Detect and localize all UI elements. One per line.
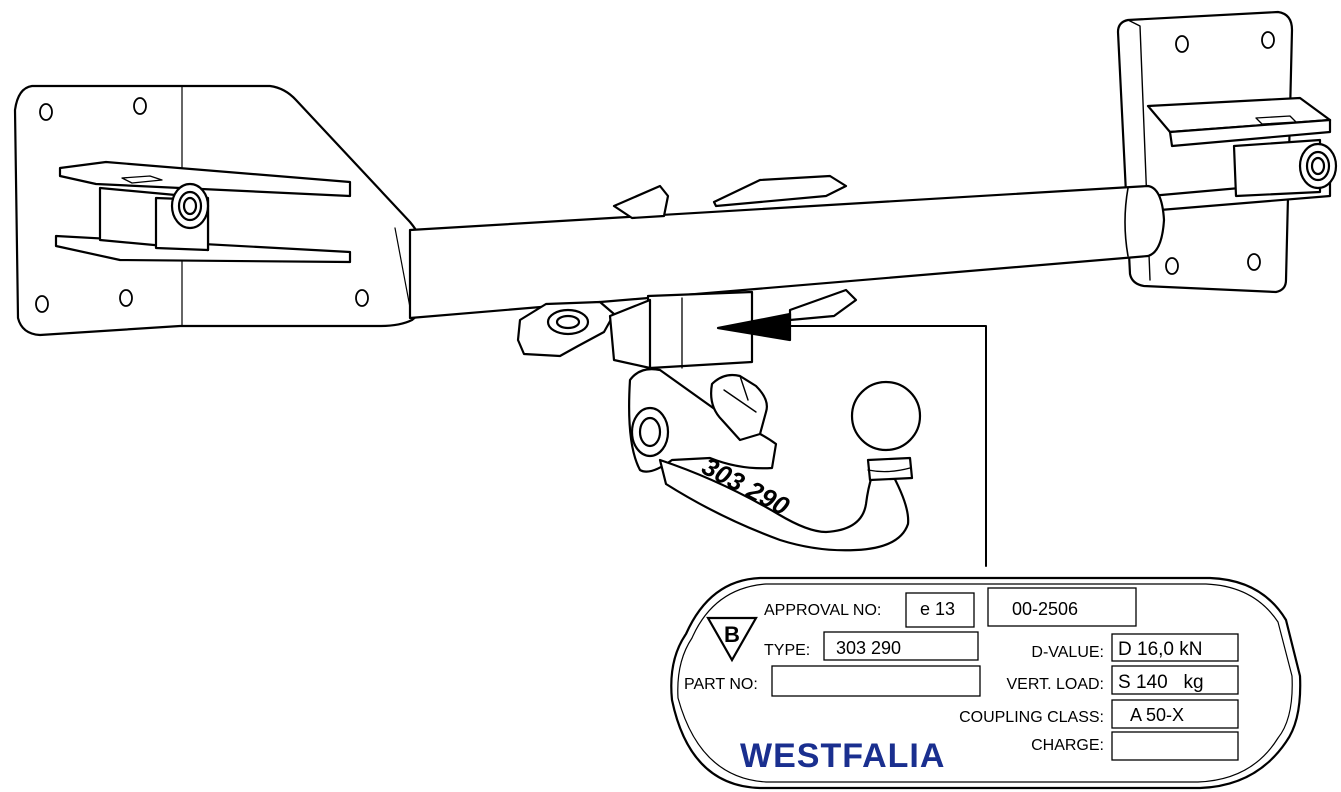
approval-number-box bbox=[987, 587, 1137, 627]
left-bracket bbox=[13, 84, 432, 337]
plate-content: APPROVAL NO: e 13 00-2506 B TYPE: 303 29… bbox=[684, 587, 1239, 775]
b-badge-icon: B bbox=[706, 616, 758, 663]
dvalue-label: D-VALUE: bbox=[1031, 644, 1104, 661]
coupling-label: COUPLING CLASS: bbox=[959, 709, 1104, 726]
tow-ball bbox=[850, 380, 922, 482]
approval-prefix-box bbox=[905, 592, 975, 628]
type-value: 303 290 bbox=[836, 638, 901, 658]
approval-prefix: e 13 bbox=[920, 599, 955, 619]
badge-letter: B bbox=[724, 622, 740, 647]
type-box bbox=[823, 631, 979, 661]
type-plate bbox=[670, 576, 1302, 790]
charge-label: CHARGE: bbox=[1031, 737, 1104, 754]
part-label: PART NO: bbox=[684, 676, 758, 693]
left-nut bbox=[170, 182, 210, 230]
right-nut bbox=[1298, 142, 1338, 190]
vertload-value: S 140 kg bbox=[1118, 672, 1204, 693]
coupling-box bbox=[1111, 699, 1239, 729]
cross-bar bbox=[408, 184, 1166, 320]
vertload-box bbox=[1111, 665, 1239, 695]
coupling-housing bbox=[516, 174, 922, 552]
brand-logo: WESTFALIA bbox=[740, 737, 945, 775]
dvalue-box bbox=[1111, 633, 1239, 662]
dvalue-value: D 16,0 kN bbox=[1118, 639, 1202, 660]
approval-label: APPROVAL NO: bbox=[764, 602, 881, 619]
release-handwheel bbox=[710, 373, 768, 442]
leader-line bbox=[716, 312, 987, 567]
part-box bbox=[771, 665, 981, 697]
type-label: TYPE: bbox=[764, 642, 810, 659]
approval-number: 00-2506 bbox=[1012, 599, 1078, 619]
vertload-label: VERT. LOAD: bbox=[1006, 676, 1104, 693]
charge-box bbox=[1111, 731, 1239, 761]
coupling-value: A 50-X bbox=[1130, 705, 1184, 725]
